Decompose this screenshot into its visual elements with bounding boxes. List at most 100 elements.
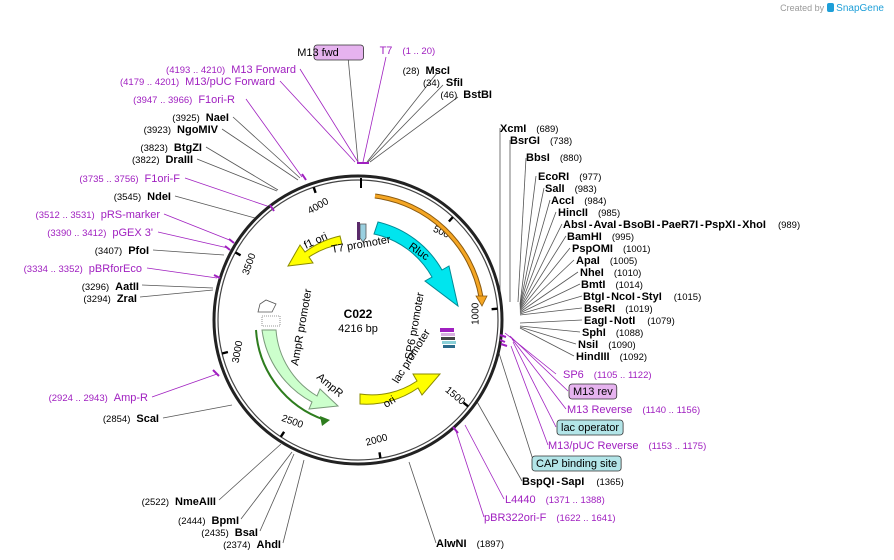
enzyme-separator: -: [657, 219, 661, 231]
primer-name-pbr322ori-f: pBR322ori-F: [484, 512, 547, 524]
primer-name-prs-marker: pRS-marker: [101, 209, 161, 221]
site-label-m13-forward: M13 Forward(4193 .. 4210): [166, 64, 296, 76]
enzyme-pos-sphi: (1088): [616, 328, 643, 339]
enzyme-pos-hincii: (985): [598, 208, 620, 219]
primer-pos-f1ori-f: (3735 .. 3756): [79, 174, 138, 185]
enzyme-pos-bbsi: (880): [560, 153, 582, 164]
box-label-lac-operator-text: lac operator: [561, 422, 619, 434]
feature-arrows: [255, 193, 488, 426]
enzyme-pos-nsii: (1090): [608, 340, 635, 351]
ampr-outline-arc: [255, 329, 326, 421]
enzyme-pos-bamhi: (995): [612, 232, 634, 243]
site-label-acci: AccI(984): [551, 195, 606, 207]
ruler-tick-marks: [221, 186, 498, 459]
enzyme-name-sfii: SfiI: [446, 77, 463, 89]
site-label-sp6: SP6(1105 .. 1122): [563, 369, 652, 381]
enzyme-separator: -: [556, 476, 560, 488]
enzyme-pos-bseri: (1019): [625, 304, 652, 315]
enzyme-name-styi: StyI: [642, 291, 662, 303]
site-label-aatii: AatII(3296): [82, 281, 139, 293]
primer-name-m13-puc-reverse: M13/pUC Reverse: [548, 440, 638, 452]
enzyme-name-bstbi: BstBI: [463, 89, 492, 101]
ruler-tick-label-1000: 1000: [471, 302, 482, 325]
site-label-bamhi: BamHI(995): [567, 231, 634, 243]
site-label-nmeaiii: NmeAIII(2522): [142, 496, 216, 508]
enzyme-name-bsai: BsaI: [235, 527, 258, 539]
enzyme-pos-ecori: (977): [579, 172, 601, 183]
box-label-lac-operator-box: [556, 419, 624, 436]
site-label-bsai: BsaI (2435): [201, 527, 258, 539]
primer-name-sp6: SP6: [563, 369, 584, 381]
box-label-cap-binding-site-text: CAP binding site: [536, 458, 617, 470]
site-label-m13-puc-reverse: M13/pUC Reverse (1153 .. 1175): [548, 440, 706, 452]
site-label-prs-marker: pRS-marker(3512 .. 3531): [36, 209, 161, 221]
enzyme-name-ngomiv: NgoMIV: [177, 124, 219, 136]
snapgene-logo-icon: [827, 3, 835, 12]
enzyme-name-paer7i: PaeR7I: [661, 219, 698, 231]
primer-pos-m13-forward: (4193 .. 4210): [166, 65, 225, 76]
enzyme-pos-alwni: (1897): [477, 539, 504, 550]
ruler-tick-label-3500: 3500: [241, 252, 259, 277]
enzyme-name-scai: ScaI: [136, 413, 159, 425]
enzyme-pos-pfoi: (3407): [95, 246, 122, 257]
site-label-sfii: SfiI(34): [423, 77, 463, 89]
enzyme-separator: -: [589, 219, 593, 231]
primer-name-f1ori-f: F1ori-F: [145, 173, 181, 185]
enzyme-separator: -: [737, 219, 741, 231]
enzyme-pos-bsrgi: (738): [550, 136, 572, 147]
primer-name-t7: T7: [380, 45, 393, 57]
site-label-bstbi: BstBI(46): [440, 89, 492, 101]
primer-name-m13-puc-forward: M13/pUC Forward: [185, 76, 275, 88]
enzyme-pos-scai: (2854): [103, 414, 130, 425]
ruler-tick-4000: [312, 186, 317, 194]
enzyme-name-bsrgi: BsrGI: [510, 135, 540, 147]
feature-label-ori: ori: [381, 394, 398, 411]
site-label-apai: ApaI(1005): [576, 255, 637, 267]
site-label-bsrgi: BsrGI (738): [510, 135, 572, 147]
enzyme-separator: -: [637, 291, 641, 303]
enzyme-pos-nmeaiii: (2522): [142, 497, 169, 508]
enzyme-name-aatii: AatII: [115, 281, 139, 293]
enzyme-pos-ahdi: (2374): [223, 540, 250, 551]
box-label-m13-fwd-text: M13 fwd: [297, 47, 339, 59]
site-label-draiii: DraIII(3822): [132, 154, 193, 166]
enzyme-pos-apai: (1005): [610, 256, 637, 267]
site-label-pgex-3: pGEX 3'(3390 .. 3412): [47, 227, 153, 239]
plasmid-backbone: [212, 174, 504, 466]
enzyme-separator: -: [606, 291, 610, 303]
feature-label-ampr-promoter: AmpR promoter: [289, 288, 314, 367]
enzyme-name-ahdi: AhdI: [257, 539, 281, 551]
primer-name-m13-reverse: M13 Reverse: [567, 404, 632, 416]
enzyme-name-naei: NaeI: [206, 112, 229, 124]
site-label-xcmi: XcmI(689): [500, 123, 558, 135]
ruler-tick-label-2500: 2500: [280, 413, 305, 431]
primer-name-f1ori-r: F1ori-R: [198, 94, 235, 106]
enzyme-pos-pspomi: (1001): [623, 244, 650, 255]
enzyme-pos-msci: (28): [403, 66, 420, 77]
enzyme-name-bmti: BmtI: [581, 279, 605, 291]
enzyme-name-draiii: DraIII: [165, 154, 193, 166]
enzyme-pos-ngomiv: (3923): [144, 125, 171, 136]
enzyme-pos-sali: (983): [575, 184, 597, 195]
site-label-hindiii: HindIII(1092): [576, 351, 647, 363]
orange-feature-arrowhead: [475, 295, 488, 307]
primer-pos-m13-puc-reverse: (1153 .. 1175): [648, 441, 706, 452]
site-label-m13-reverse: M13 Reverse(1140 .. 1156): [567, 404, 700, 416]
box-label-m13-rev-box: [568, 383, 618, 400]
site-label-alwni: AlwNI(1897): [436, 538, 504, 550]
site-label-sphi: SphI(1088): [582, 327, 643, 339]
enzyme-name-hindiii: HindIII: [576, 351, 610, 363]
primer-name-pbrforeco: pBRforEco: [89, 263, 142, 275]
enzyme-pos-xcmi: (689): [536, 124, 558, 135]
credit-prefix: Created by: [780, 3, 825, 13]
box-label-m13-rev-text: M13 rev: [573, 386, 613, 398]
site-label-pspomi: PspOMI (1001): [572, 243, 650, 255]
site-label-btgzi: BtgZI(3823): [140, 142, 202, 154]
site-label-lac-operator: lac operator: [556, 419, 624, 436]
enzyme-pos-eagi-noti: (1079): [647, 316, 674, 327]
enzyme-name-bbsi: BbsI: [526, 152, 550, 164]
enzyme-name-pspomi: PspOMI: [572, 243, 613, 255]
enzyme-pos-bsai: (2435): [201, 528, 228, 539]
